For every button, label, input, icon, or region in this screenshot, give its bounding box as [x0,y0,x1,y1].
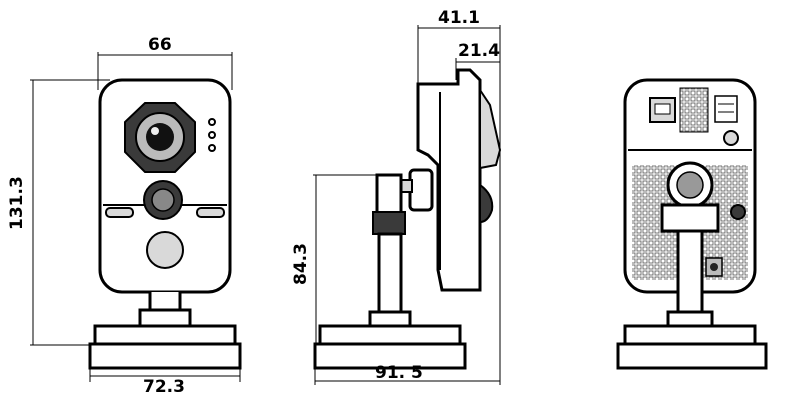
back-reset-button-icon [730,204,746,220]
side-stand-upper [375,173,403,215]
front-slot-left [105,207,134,218]
front-lens-glare [151,127,159,135]
back-vent-upper [679,87,709,133]
back-screw-icon [710,263,718,271]
front-base-bottom [88,342,242,370]
side-stand-knuckle [372,211,406,235]
front-base-top [93,324,237,346]
side-depth-label: 41.1 [438,8,480,28]
back-mount-clamp [660,203,720,233]
back-ethernet-jack [654,103,671,115]
side-stand-pole [377,232,403,316]
front-speaker-icon [146,231,184,269]
back-base-top [623,324,757,346]
base-width-label: 72.3 [143,377,185,397]
front-view: 66 131.3 72.3 [7,35,242,397]
side-base-label: 91. 5 [375,363,423,383]
front-led-1 [208,118,216,126]
back-card-slot-icon [714,95,738,123]
side-stand-label: 84.3 [291,243,311,285]
front-led-3 [208,144,216,152]
side-base-top [318,324,462,346]
back-mount-socket [676,171,704,199]
side-lens-label: 21.4 [458,41,500,61]
side-camera-body [416,68,482,292]
side-sensor-bump [479,183,494,224]
front-width-label: 66 [148,35,172,55]
back-power-jack-icon [723,130,739,146]
front-height-label: 131.3 [7,176,27,230]
back-view [616,78,768,370]
side-base-bottom [313,342,467,370]
back-base-bottom [616,342,768,370]
front-led-2 [208,131,216,139]
front-sensor-icon [151,188,175,212]
side-view: 41.1 21.4 84.3 91. 5 [291,8,502,385]
side-lens-icon [479,86,502,170]
front-slot-right [196,207,225,218]
back-stand-pole [676,229,704,318]
side-mount-bracket [408,168,434,212]
back-ethernet-port-icon [649,97,676,123]
front-lens-icon [146,123,174,151]
